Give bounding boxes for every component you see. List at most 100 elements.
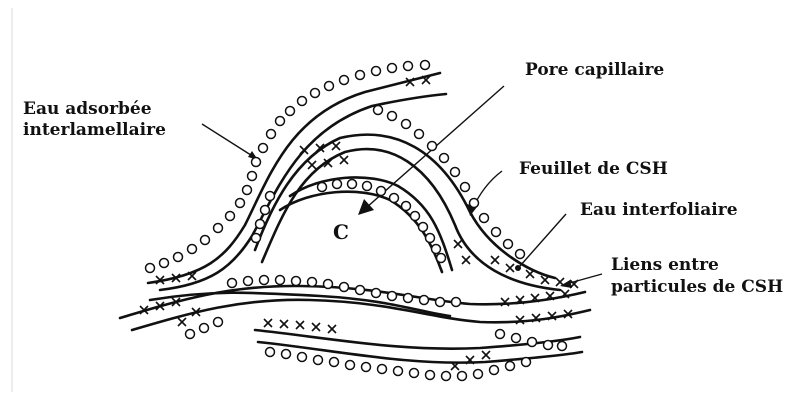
water-ring-marker bbox=[226, 212, 235, 221]
water-ring-marker bbox=[252, 234, 261, 243]
water-ring-marker bbox=[340, 283, 349, 292]
pore-label-c: C bbox=[333, 222, 349, 243]
water-ring-marker bbox=[372, 67, 381, 76]
label-liens-csh: Liens entre particules de CSH bbox=[611, 254, 783, 298]
water-ring-marker bbox=[402, 120, 411, 129]
water-ring-marker bbox=[504, 240, 513, 249]
water-ring-marker bbox=[516, 250, 525, 259]
water-ring-marker bbox=[356, 286, 365, 295]
water-cross-marker bbox=[506, 264, 514, 272]
arrow-head bbox=[515, 265, 521, 271]
water-ring-marker bbox=[544, 341, 553, 350]
water-ring-marker bbox=[442, 372, 451, 381]
label-line: Eau adsorbée bbox=[23, 99, 166, 120]
water-ring-marker bbox=[372, 289, 381, 298]
water-ring-marker bbox=[378, 365, 387, 374]
water-ring-marker bbox=[282, 350, 291, 359]
water-ring-marker bbox=[308, 278, 317, 287]
water-ring-marker bbox=[259, 144, 268, 153]
water-ring-marker bbox=[436, 298, 445, 307]
water-ring-marker bbox=[426, 371, 435, 380]
water-cross-marker bbox=[491, 256, 499, 264]
water-cross-marker bbox=[280, 320, 288, 328]
water-ring-marker bbox=[330, 358, 339, 367]
water-ring-marker bbox=[377, 187, 386, 196]
water-ring-marker bbox=[390, 194, 399, 203]
water-cross-marker bbox=[300, 146, 308, 154]
water-ring-marker bbox=[388, 64, 397, 73]
water-ring-marker bbox=[410, 369, 419, 378]
csh-sheet bbox=[290, 177, 452, 270]
water-ring-marker bbox=[236, 199, 245, 208]
water-ring-marker bbox=[340, 76, 349, 85]
water-ring-marker bbox=[243, 186, 252, 195]
water-cross-marker bbox=[264, 319, 272, 327]
water-cross-marker bbox=[296, 321, 304, 329]
water-cross-marker bbox=[454, 240, 462, 248]
water-ring-marker bbox=[470, 199, 479, 208]
label-feuillet-csh: Feuillet de CSH bbox=[519, 159, 668, 180]
water-ring-marker bbox=[404, 62, 413, 71]
water-ring-marker bbox=[267, 130, 276, 139]
water-ring-marker bbox=[432, 245, 441, 254]
water-ring-marker bbox=[333, 180, 342, 189]
water-cross-marker bbox=[332, 142, 340, 150]
water-ring-marker bbox=[160, 259, 169, 268]
label-line: particules de CSH bbox=[611, 276, 783, 298]
water-cross-marker bbox=[556, 278, 564, 286]
label-line: interlamellaire bbox=[23, 120, 166, 141]
water-ring-marker bbox=[411, 212, 420, 221]
water-ring-marker bbox=[318, 183, 327, 192]
water-ring-marker bbox=[394, 367, 403, 376]
water-cross-marker bbox=[526, 270, 534, 278]
label-eau-adsorbee: Eau adsorbée interlamellaire bbox=[23, 99, 166, 141]
water-ring-marker bbox=[490, 366, 499, 375]
water-ring-marker bbox=[388, 112, 397, 121]
water-ring-marker bbox=[461, 183, 470, 192]
water-ring-marker bbox=[451, 168, 460, 177]
water-ring-marker bbox=[228, 279, 237, 288]
water-ring-marker bbox=[480, 214, 489, 223]
water-ring-marker bbox=[324, 280, 333, 289]
water-ring-marker bbox=[474, 370, 483, 379]
water-ring-marker bbox=[214, 224, 223, 233]
water-ring-marker bbox=[201, 236, 210, 245]
water-ring-marker bbox=[188, 245, 197, 254]
water-ring-marker bbox=[298, 97, 307, 106]
water-ring-marker bbox=[146, 264, 155, 273]
water-ring-marker bbox=[260, 276, 269, 285]
water-ring-marker bbox=[174, 253, 183, 262]
water-ring-marker bbox=[286, 107, 295, 116]
water-cross-marker bbox=[340, 156, 348, 164]
water-ring-marker bbox=[415, 130, 424, 139]
water-ring-marker bbox=[276, 117, 285, 126]
water-cross-marker bbox=[482, 351, 490, 359]
water-ring-marker bbox=[311, 89, 320, 98]
arrow-eau-interfoliaire bbox=[520, 214, 566, 266]
water-ring-marker bbox=[437, 254, 446, 263]
water-ring-marker bbox=[314, 356, 323, 365]
csh-sheet bbox=[280, 192, 442, 272]
water-ring-marker bbox=[506, 362, 515, 371]
water-cross-marker bbox=[541, 276, 549, 284]
water-ring-marker bbox=[200, 324, 209, 333]
water-ring-marker bbox=[356, 71, 365, 80]
water-ring-marker bbox=[419, 223, 428, 232]
water-ring-marker bbox=[374, 106, 383, 115]
water-ring-marker bbox=[292, 277, 301, 286]
water-cross-marker bbox=[462, 256, 470, 264]
water-ring-marker bbox=[426, 234, 435, 243]
water-cross-marker bbox=[178, 318, 186, 326]
water-ring-marker bbox=[248, 172, 257, 181]
water-ring-marker bbox=[492, 228, 501, 237]
water-ring-marker bbox=[363, 182, 372, 191]
label-pore-capillaire: Pore capillaire bbox=[525, 60, 664, 81]
water-ring-marker bbox=[421, 61, 430, 70]
water-markers bbox=[140, 61, 578, 381]
water-ring-marker bbox=[512, 334, 521, 343]
water-cross-marker bbox=[328, 325, 336, 333]
water-ring-marker bbox=[266, 192, 275, 201]
water-ring-marker bbox=[428, 142, 437, 151]
water-ring-marker bbox=[496, 330, 505, 339]
water-ring-marker bbox=[452, 298, 461, 307]
